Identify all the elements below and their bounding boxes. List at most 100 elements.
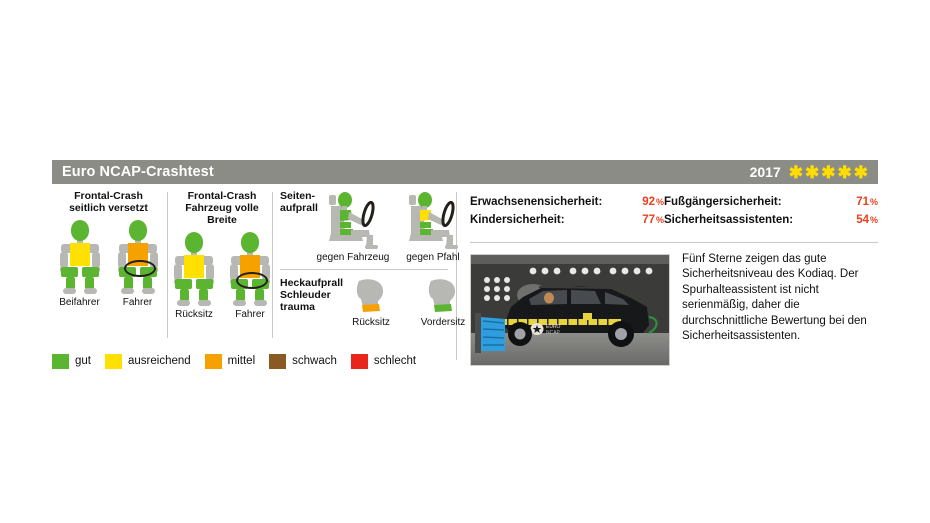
dummy-arm-right <box>262 264 270 280</box>
legend-item: mittel <box>204 353 256 369</box>
seat-dummy-label: gegen Pfahl <box>406 252 460 263</box>
crash-group-side-and-rear: Seiten- aufprall <box>280 190 465 328</box>
dummy-shin-left <box>123 277 133 289</box>
score-value: 92% <box>642 196 664 208</box>
crash-diagrams: Frontal-Crash seitlich versetzt <box>52 190 465 380</box>
dummy-neck <box>76 239 83 244</box>
caption-text: Fünf Sterne zeigen das gute Sicherheitsn… <box>682 253 867 343</box>
legend-swatch <box>350 353 368 369</box>
dummy-beifahrer: Beifahrer <box>54 220 106 308</box>
photo-and-caption: EURO NCAP <box>470 253 878 366</box>
dummy-head <box>185 232 203 253</box>
dummy-foot-right <box>254 300 267 306</box>
dummy-foot-left <box>233 300 246 306</box>
seat-dummy-label: gegen Fahrzeug <box>316 252 390 263</box>
dummy-shin-right <box>255 289 264 301</box>
legend-label: schwach <box>292 355 337 367</box>
crash-group-title: Frontal-Crash seitlich versetzt <box>69 190 148 214</box>
dummy-thigh-right <box>82 267 95 277</box>
crash-test-photo: EURO NCAP <box>470 254 670 366</box>
star-icon: ✱ <box>853 162 868 182</box>
dummy-shin-left <box>180 289 189 301</box>
crash-group-title: Frontal-Crash Fahrzeug volle Breite <box>185 190 259 226</box>
dummy-fahrer: Fahrer <box>112 220 164 308</box>
dummy-head <box>128 220 147 241</box>
score-label: Fußgängersicherheit: <box>664 196 782 208</box>
svg-text:EURO: EURO <box>546 324 561 330</box>
crash-dummy-figure <box>55 220 105 294</box>
score-table: Erwachsenensicherheit: 92% Fußgängersich… <box>470 196 878 226</box>
legend-swatch <box>52 353 69 369</box>
dummy-shoulder-left <box>60 244 71 253</box>
page-title: Euro NCAP-Crashtest <box>62 164 214 180</box>
legend-label: schlecht <box>373 355 417 367</box>
star-icon: ✱ <box>821 162 836 182</box>
dummy-foot-right <box>141 288 155 294</box>
dummy-shoulder-left <box>118 244 129 253</box>
star-icon: ✱ <box>805 162 820 182</box>
crash-dummy-figure <box>113 220 163 294</box>
crash-group-frontal-full-width: Frontal-Crash Fahrzeug volle Breite <box>174 190 270 320</box>
dummy-row: Beifahrer <box>52 220 165 308</box>
side-impact-dummies: gegen Fahrzeug <box>316 192 468 263</box>
dummy-arm-right <box>149 252 158 268</box>
dummy-thigh-left <box>179 279 191 289</box>
header-bar: Euro NCAP-Crashtest 2017 ✱ ✱ ✱ ✱ ✱ <box>52 160 878 184</box>
legend-item: schlecht <box>350 353 417 369</box>
dummy-ruecksitz: Rücksitz <box>169 232 219 320</box>
dummy-foot-left <box>120 288 134 294</box>
score-value: 77% <box>642 214 664 226</box>
dummy-shoulder-right <box>146 244 157 253</box>
legend-item: gut <box>52 353 91 369</box>
score-label: Erwachsenensicherheit: <box>470 196 603 208</box>
divider <box>456 192 457 360</box>
dummy-shin-right <box>199 289 208 301</box>
dummy-arm-left <box>117 252 126 268</box>
rating-year: 2017 <box>749 164 781 180</box>
divider <box>272 192 273 338</box>
dummy-label: Rücksitz <box>175 309 213 320</box>
crash-dummy-figure <box>169 232 219 306</box>
dummy-label: Fahrer <box>122 297 153 308</box>
seated-dummy-icon <box>328 192 378 249</box>
divider <box>167 192 168 338</box>
rear-impact-block: Heckaufprall Schleuder trauma Rücksitz <box>280 277 465 328</box>
dummy-arm-left <box>174 264 182 280</box>
legend-swatch <box>204 353 222 369</box>
dummy-thigh-right <box>197 279 209 289</box>
head-icon-vordersitz: Vordersitz <box>414 277 472 328</box>
star-icon: ✱ <box>788 162 803 182</box>
dummy-shin-left <box>65 277 75 289</box>
dummy-torso <box>184 255 204 278</box>
dummy-shoulder-left <box>175 256 185 265</box>
dummy-head <box>70 220 89 241</box>
dummy-shin-right <box>84 277 94 289</box>
dummy-foot-left <box>177 300 190 306</box>
crash-photo-illustration: EURO NCAP <box>471 255 669 365</box>
rear-impact-title: Heckaufprall Schleuder trauma <box>280 277 344 313</box>
legend-swatch <box>269 353 287 369</box>
seat-dummy-gegen-pfahl: gegen Pfahl <box>398 192 468 263</box>
legend-item: schwach <box>269 353 337 369</box>
crash-dummy-figure <box>225 232 275 306</box>
legend-label: ausreichend <box>128 355 191 367</box>
dummy-shoulder-right <box>88 244 99 253</box>
dummy-foot-right <box>198 300 211 306</box>
dummy-neck <box>191 251 197 256</box>
dummy-foot-left <box>62 288 76 294</box>
dummy-shoulder-right <box>203 256 213 265</box>
seat-dummy-gegen-fahrzeug: gegen Fahrzeug <box>316 192 390 263</box>
divider <box>470 242 878 243</box>
rear-impact-heads: Rücksitz Vordersitz <box>342 277 472 328</box>
score-value: 54% <box>856 214 878 226</box>
content-area: Frontal-Crash seitlich versetzt <box>52 190 878 380</box>
dummy-foot-right <box>83 288 97 294</box>
dummy-arm-left <box>59 252 68 268</box>
svg-text:NCAP: NCAP <box>546 330 561 336</box>
rating-legend: gut ausreichend mittel schwach schlecht <box>52 352 472 370</box>
star-rating: ✱ ✱ ✱ ✱ ✱ <box>789 164 868 181</box>
head-profile-icon <box>428 279 456 312</box>
legend-label: mittel <box>227 355 256 367</box>
dummy-shoulder-right <box>259 256 269 265</box>
